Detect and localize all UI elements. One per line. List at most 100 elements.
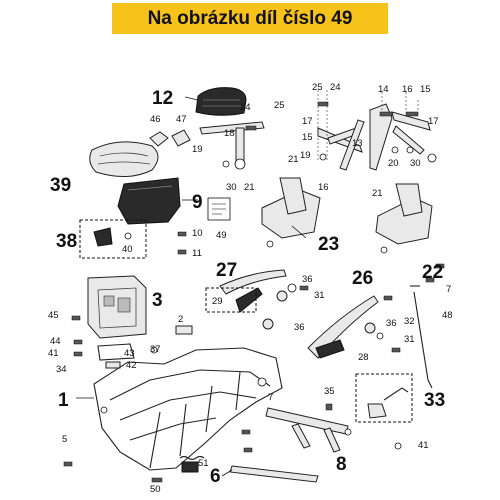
callout-24: 24 — [330, 82, 341, 93]
callout-13: 13 — [352, 138, 363, 149]
callout-46: 46 — [150, 114, 161, 125]
callout-14: 14 — [378, 84, 389, 95]
floor-rail-part — [229, 465, 319, 483]
callout-34: 34 — [56, 364, 67, 375]
side-trim-26 — [307, 295, 379, 359]
callout-27: 27 — [216, 260, 237, 281]
callout-7: 7 — [268, 392, 273, 403]
callout-22: 22 — [422, 262, 443, 283]
callout-36: 36 — [302, 274, 313, 285]
leader-line — [221, 469, 233, 477]
callout-12: 12 — [152, 88, 173, 109]
lock-part — [367, 403, 387, 419]
callout-47: 47 — [176, 114, 187, 125]
callout-37: 37 — [150, 344, 161, 355]
storage-box-part — [117, 177, 181, 225]
link-arm-part — [199, 121, 265, 170]
callout-32: 32 — [404, 316, 415, 327]
callout-21: 21 — [288, 154, 299, 165]
screw-10 — [177, 231, 187, 237]
stand-stop-part — [181, 461, 199, 473]
guide-lines — [317, 90, 419, 160]
bracket-47-part — [171, 129, 191, 147]
callout-9: 9 — [192, 192, 203, 213]
screw-45 — [71, 315, 81, 321]
screw-40 — [124, 232, 132, 240]
callout-6: 6 — [210, 466, 221, 487]
nut-41 — [394, 442, 402, 450]
callout-21: 21 — [372, 188, 383, 199]
callout-23: 23 — [318, 234, 339, 255]
screw-11 — [177, 249, 187, 255]
callout-50: 50 — [150, 484, 161, 495]
callout-38: 38 — [56, 231, 77, 252]
title-banner: Na obrázku díl číslo 49 — [112, 3, 388, 34]
callout-2: 2 — [178, 314, 183, 325]
callout-31: 31 — [404, 334, 415, 345]
latch-part — [93, 227, 113, 247]
main-stand-part — [265, 407, 352, 453]
spring-part — [179, 455, 205, 461]
callout-35: 35 — [324, 386, 335, 397]
callout-24: 24 — [240, 102, 251, 113]
callout-30: 30 — [226, 182, 237, 193]
inset-box-29 — [205, 287, 257, 313]
bracket-46-part — [149, 131, 169, 147]
rubber-bushes — [262, 283, 384, 340]
callout-45: 45 — [48, 310, 59, 321]
callout-17: 17 — [428, 116, 439, 127]
misc-bolts — [63, 263, 445, 467]
callout-40: 40 — [122, 244, 133, 255]
callout-39: 39 — [50, 175, 71, 196]
footrest-bracket-23 — [261, 177, 321, 248]
callout-31: 31 — [314, 290, 325, 301]
callout-44: 44 — [50, 336, 61, 347]
callout-28: 28 — [358, 352, 369, 363]
callout-15: 15 — [420, 84, 431, 95]
callout-48: 48 — [442, 310, 453, 321]
inset-box-33 — [355, 373, 413, 423]
callout-19: 19 — [192, 144, 203, 155]
footrest-bracket-22 — [375, 183, 433, 254]
inset-box-38 — [79, 219, 147, 259]
callout-20: 20 — [388, 158, 399, 169]
callout-49: 49 — [216, 230, 227, 241]
callout-10: 10 — [192, 228, 203, 239]
callout-16: 16 — [318, 182, 329, 193]
callout-42: 42 — [126, 360, 137, 371]
small-fittings-left — [73, 325, 193, 369]
leader-line — [291, 225, 307, 239]
callout-33: 33 — [424, 390, 445, 411]
callout-21: 21 — [244, 182, 255, 193]
callout-25: 25 — [274, 100, 285, 111]
battery-tray-part — [87, 275, 147, 339]
bolt-50 — [151, 477, 163, 483]
callout-15: 15 — [302, 132, 313, 143]
main-frame-part — [93, 347, 283, 471]
sticker-text-lines — [212, 203, 226, 215]
callout-11: 11 — [192, 248, 202, 259]
callout-18: 18 — [224, 128, 235, 139]
callout-29: 29 — [212, 296, 223, 307]
callout-7: 7 — [446, 284, 451, 295]
callout-8: 8 — [336, 454, 347, 475]
callout-43: 43 — [124, 348, 135, 359]
title-text: Na obrázku díl číslo 49 — [147, 7, 353, 29]
callout-36: 36 — [294, 322, 305, 333]
callout-3: 3 — [152, 290, 163, 311]
callout-16: 16 — [402, 84, 413, 95]
callout-1: 1 — [58, 390, 69, 411]
lock-cable — [383, 387, 409, 401]
callout-36: 36 — [386, 318, 397, 329]
callout-25: 25 — [312, 82, 323, 93]
callout-19: 19 — [300, 150, 311, 161]
seat-part — [195, 87, 247, 116]
callout-41: 41 — [418, 440, 429, 451]
callout-17: 17 — [302, 116, 313, 127]
cable-48 — [413, 291, 433, 389]
callout-51: 51 — [198, 458, 209, 469]
callout-41: 41 — [48, 348, 59, 359]
callout-5: 5 — [62, 434, 67, 445]
leader-line — [184, 96, 199, 101]
